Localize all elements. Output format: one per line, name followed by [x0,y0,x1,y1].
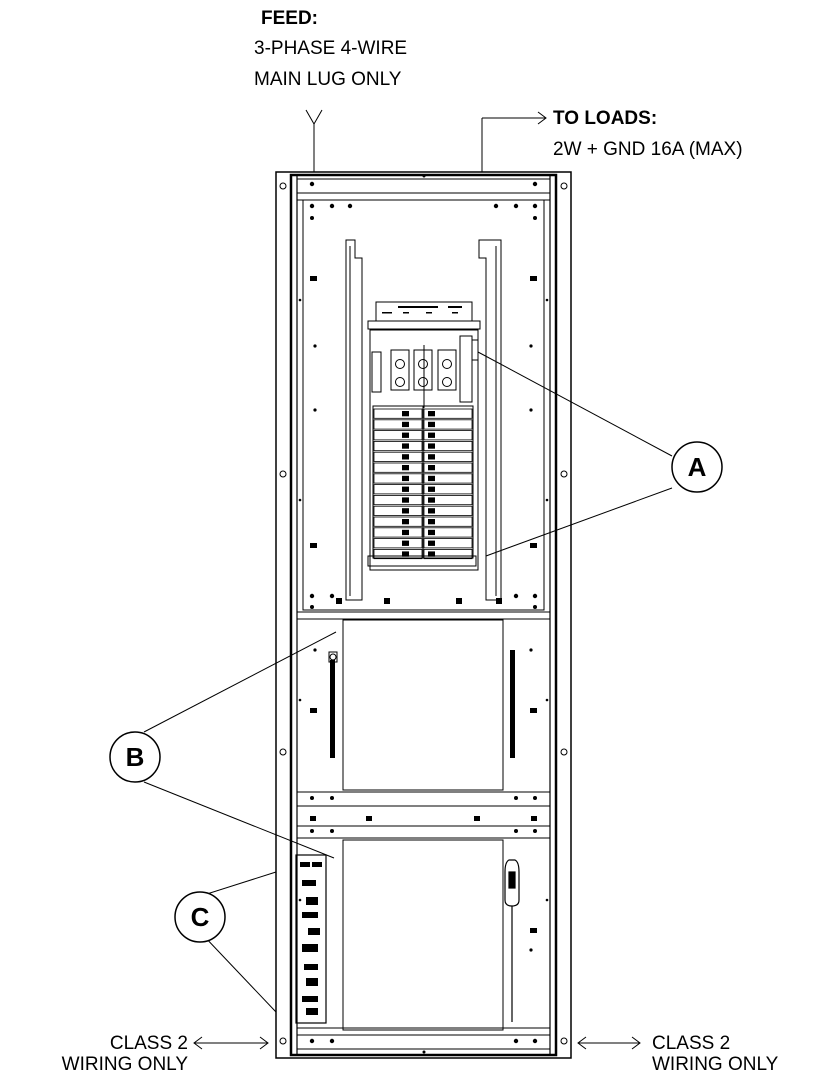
feed-label: FEED: 3-PHASE 4-WIRE MAIN LUG ONLY [254,8,407,90]
loads-line-1: 2W + GND 16A (MAX) [553,139,743,160]
breaker [373,538,423,549]
class2-left-line-1: CLASS 2 [110,1033,188,1054]
breaker-handle [428,411,435,417]
breaker [373,473,423,484]
breaker-handle [402,540,409,546]
breaker-handle [428,443,435,449]
breaker [373,462,423,473]
breaker-handle [428,508,435,514]
breaker [373,494,423,506]
breaker [423,473,473,484]
breaker-handle [402,411,409,417]
breaker [423,451,473,462]
breaker-handle [428,432,435,438]
breaker-handle [428,519,435,525]
breaker [373,451,423,462]
breaker-handle [402,508,409,514]
breaker [373,484,423,495]
breaker-handle [428,421,435,428]
breaker [373,408,423,419]
breaker-handle [402,486,409,492]
class2-left-label: CLASS 2 WIRING ONLY [62,1033,189,1075]
loads-title: TO LOADS: [553,108,657,129]
breaker [423,527,473,538]
class2-right-line-2: WIRING ONLY [652,1054,779,1074]
breaker [423,516,473,527]
middle-section [295,611,551,1031]
loads-label: TO LOADS: 2W + GND 16A (MAX) [553,108,743,160]
control-device [504,859,520,1022]
label-plate-marks [382,306,462,314]
enclosure [275,171,572,1059]
breaker [373,419,423,430]
class2-left-line-2: WIRING ONLY [62,1054,189,1074]
leader-lines [143,109,673,1050]
breaker-handle [402,497,409,503]
callout-c-circle [174,891,226,943]
breaker-handle [428,529,435,536]
callout-b: B [109,731,161,783]
breaker-handle [402,475,409,482]
breaker-handle [402,551,409,557]
breaker [373,505,423,516]
class2-right-label: CLASS 2 WIRING ONLY [652,1033,779,1075]
breaker [373,440,423,452]
panelboard-interior [345,239,502,601]
breaker-handle [402,454,409,460]
feed-line-2: MAIN LUG ONLY [254,69,402,90]
callout-c-label: C [191,902,210,932]
callout-a: A [671,441,723,493]
breaker [423,484,473,495]
breaker [423,505,473,516]
breaker [373,527,423,538]
breaker-handle [428,486,435,492]
screws [298,174,549,1054]
breaker-handle [402,421,409,428]
breaker-handle [402,432,409,438]
class2-terminal-strips [300,650,515,1015]
breaker-handle [402,443,409,449]
callout-c: C [174,891,226,943]
feed-line-1: 3-PHASE 4-WIRE [254,38,407,59]
breaker-handle [402,529,409,536]
class2-right-line-1: CLASS 2 [652,1033,730,1054]
breaker [373,549,423,560]
breaker [373,516,423,527]
breaker [423,538,473,549]
callout-b-label: B [126,742,145,772]
breaker [423,430,473,441]
breaker-handle [428,540,435,546]
breaker [423,408,473,419]
breaker-rows [373,408,473,560]
breaker [423,549,473,560]
breaker-handle [428,454,435,460]
breaker [423,462,473,473]
breaker-handle [402,519,409,525]
feed-title: FEED: [261,8,318,29]
breaker-handle [402,465,409,471]
callout-a-label: A [688,452,707,482]
flange-holes [279,182,568,1045]
upper-connector [328,651,338,663]
callout-b-circle [109,731,161,783]
breaker [373,430,423,441]
breaker-handle [428,551,435,557]
breaker-handle [428,497,435,503]
callout-a-circle [671,441,723,493]
breaker [423,419,473,430]
breaker-handle [428,465,435,471]
breaker [423,440,473,452]
breaker-handle [428,475,435,482]
breaker [423,494,473,506]
